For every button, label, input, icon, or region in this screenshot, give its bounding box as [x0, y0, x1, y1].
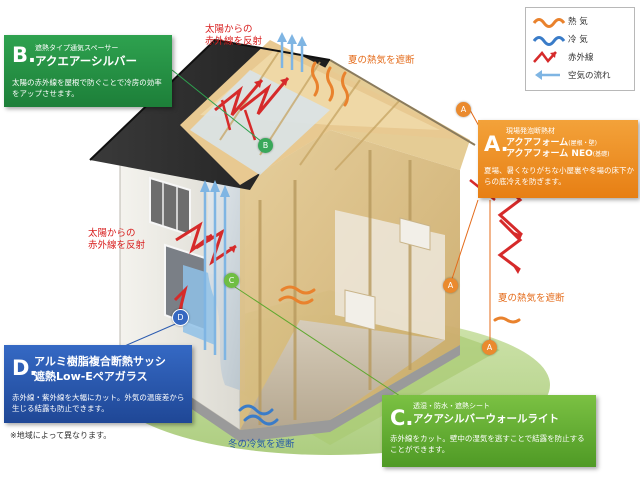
- callout-d-sash: D. アルミ樹脂複合断熱サッシ 遮熱Low-Eペアガラス 赤外線・紫外線を大幅に…: [4, 345, 192, 423]
- callout-b-name: アクエアーシルバー: [35, 54, 138, 68]
- legend-label-airflow: 空気の流れ: [568, 71, 611, 81]
- marker-c: C: [224, 273, 239, 288]
- marker-a-wall: A: [443, 278, 458, 293]
- legend-label-infrared: 赤外線: [568, 53, 594, 63]
- label-bottom-cold: 冬の冷気を遮断: [228, 439, 295, 450]
- infrared-zigzag-icon: [533, 51, 557, 63]
- legend-label-cold: 冷 気: [568, 35, 588, 45]
- callout-a-name-1: アクアフォーム(屋根・壁): [506, 138, 597, 148]
- legend: 熱 気 冷 気 赤外線 空気の流れ: [525, 7, 635, 91]
- label-roof-infrared: 太陽からの 赤外線を反射: [205, 24, 263, 47]
- callout-c-subtitle: 透湿・防水・遮熱シート: [413, 402, 490, 410]
- callout-a-aquafoam: A. 現場発泡断熱材 アクアフォーム(屋根・壁) アクアフォーム NEO(基礎)…: [478, 120, 638, 198]
- marker-a-roof: A: [456, 102, 471, 117]
- label-roof-heat: 夏の熱気を遮断: [348, 55, 415, 66]
- callout-c-letter: C.: [390, 406, 414, 430]
- callout-b-aquair-silver: B. 遮熱タイプ通気スペーサー アクエアーシルバー 太陽の赤外線を屋根で防ぐこと…: [4, 35, 172, 107]
- legend-item-heat: 熱 気: [532, 14, 632, 28]
- heat-wave-icon: [532, 18, 566, 28]
- callout-a-subtitle: 現場発泡断熱材: [506, 127, 555, 135]
- marker-d: D: [172, 309, 189, 326]
- marker-b: B: [258, 138, 273, 153]
- callout-c-wall-sheet: C. 透湿・防水・遮熱シート アクアシルバーウォールライト 赤外線をカット。壁中…: [382, 395, 596, 467]
- label-wall-infrared: 太陽からの 赤外線を反射: [88, 228, 146, 251]
- callout-b-description: 太陽の赤外線を屋根で防ぐことで冷房の効率をアップさせます。: [12, 78, 162, 98]
- callout-c-name: アクアシルバーウォールライト: [413, 413, 560, 425]
- legend-item-infrared: 赤外線: [532, 50, 632, 64]
- label-right-heat: 夏の熱気を遮断: [498, 293, 565, 304]
- legend-item-airflow: 空気の流れ: [532, 68, 632, 82]
- marker-a-base: A: [482, 340, 497, 355]
- callout-d-letter: D.: [12, 356, 38, 380]
- cold-wave-icon: [532, 36, 566, 46]
- callout-a-description: 夏場、暑くなりがちな小屋裏や冬場の床下からの底冷えを防ぎます。: [484, 166, 634, 186]
- callout-d-description: 赤外線・紫外線を大幅にカット。外気の温度差から生じる結露も防止できます。: [12, 393, 185, 413]
- callout-d-name-2: 遮熱Low-Eペアガラス: [34, 370, 148, 383]
- callout-d-name-1: アルミ樹脂複合断熱サッシ: [34, 355, 166, 368]
- footnote: ※地域によって異なります。: [10, 431, 112, 440]
- callout-a-name-2: アクアフォーム NEO(基礎): [506, 149, 610, 159]
- air-flow-arrow-icon: [535, 70, 560, 80]
- legend-item-cold: 冷 気: [532, 32, 632, 46]
- callout-c-description: 赤外線をカット。壁中の湿気を逃すことで結露を防止することができます。: [390, 434, 585, 454]
- legend-label-heat: 熱 気: [568, 17, 588, 27]
- callout-a-letter: A.: [484, 132, 509, 156]
- callout-b-subtitle: 遮熱タイプ通気スペーサー: [35, 44, 119, 52]
- callout-b-letter: B.: [12, 43, 36, 67]
